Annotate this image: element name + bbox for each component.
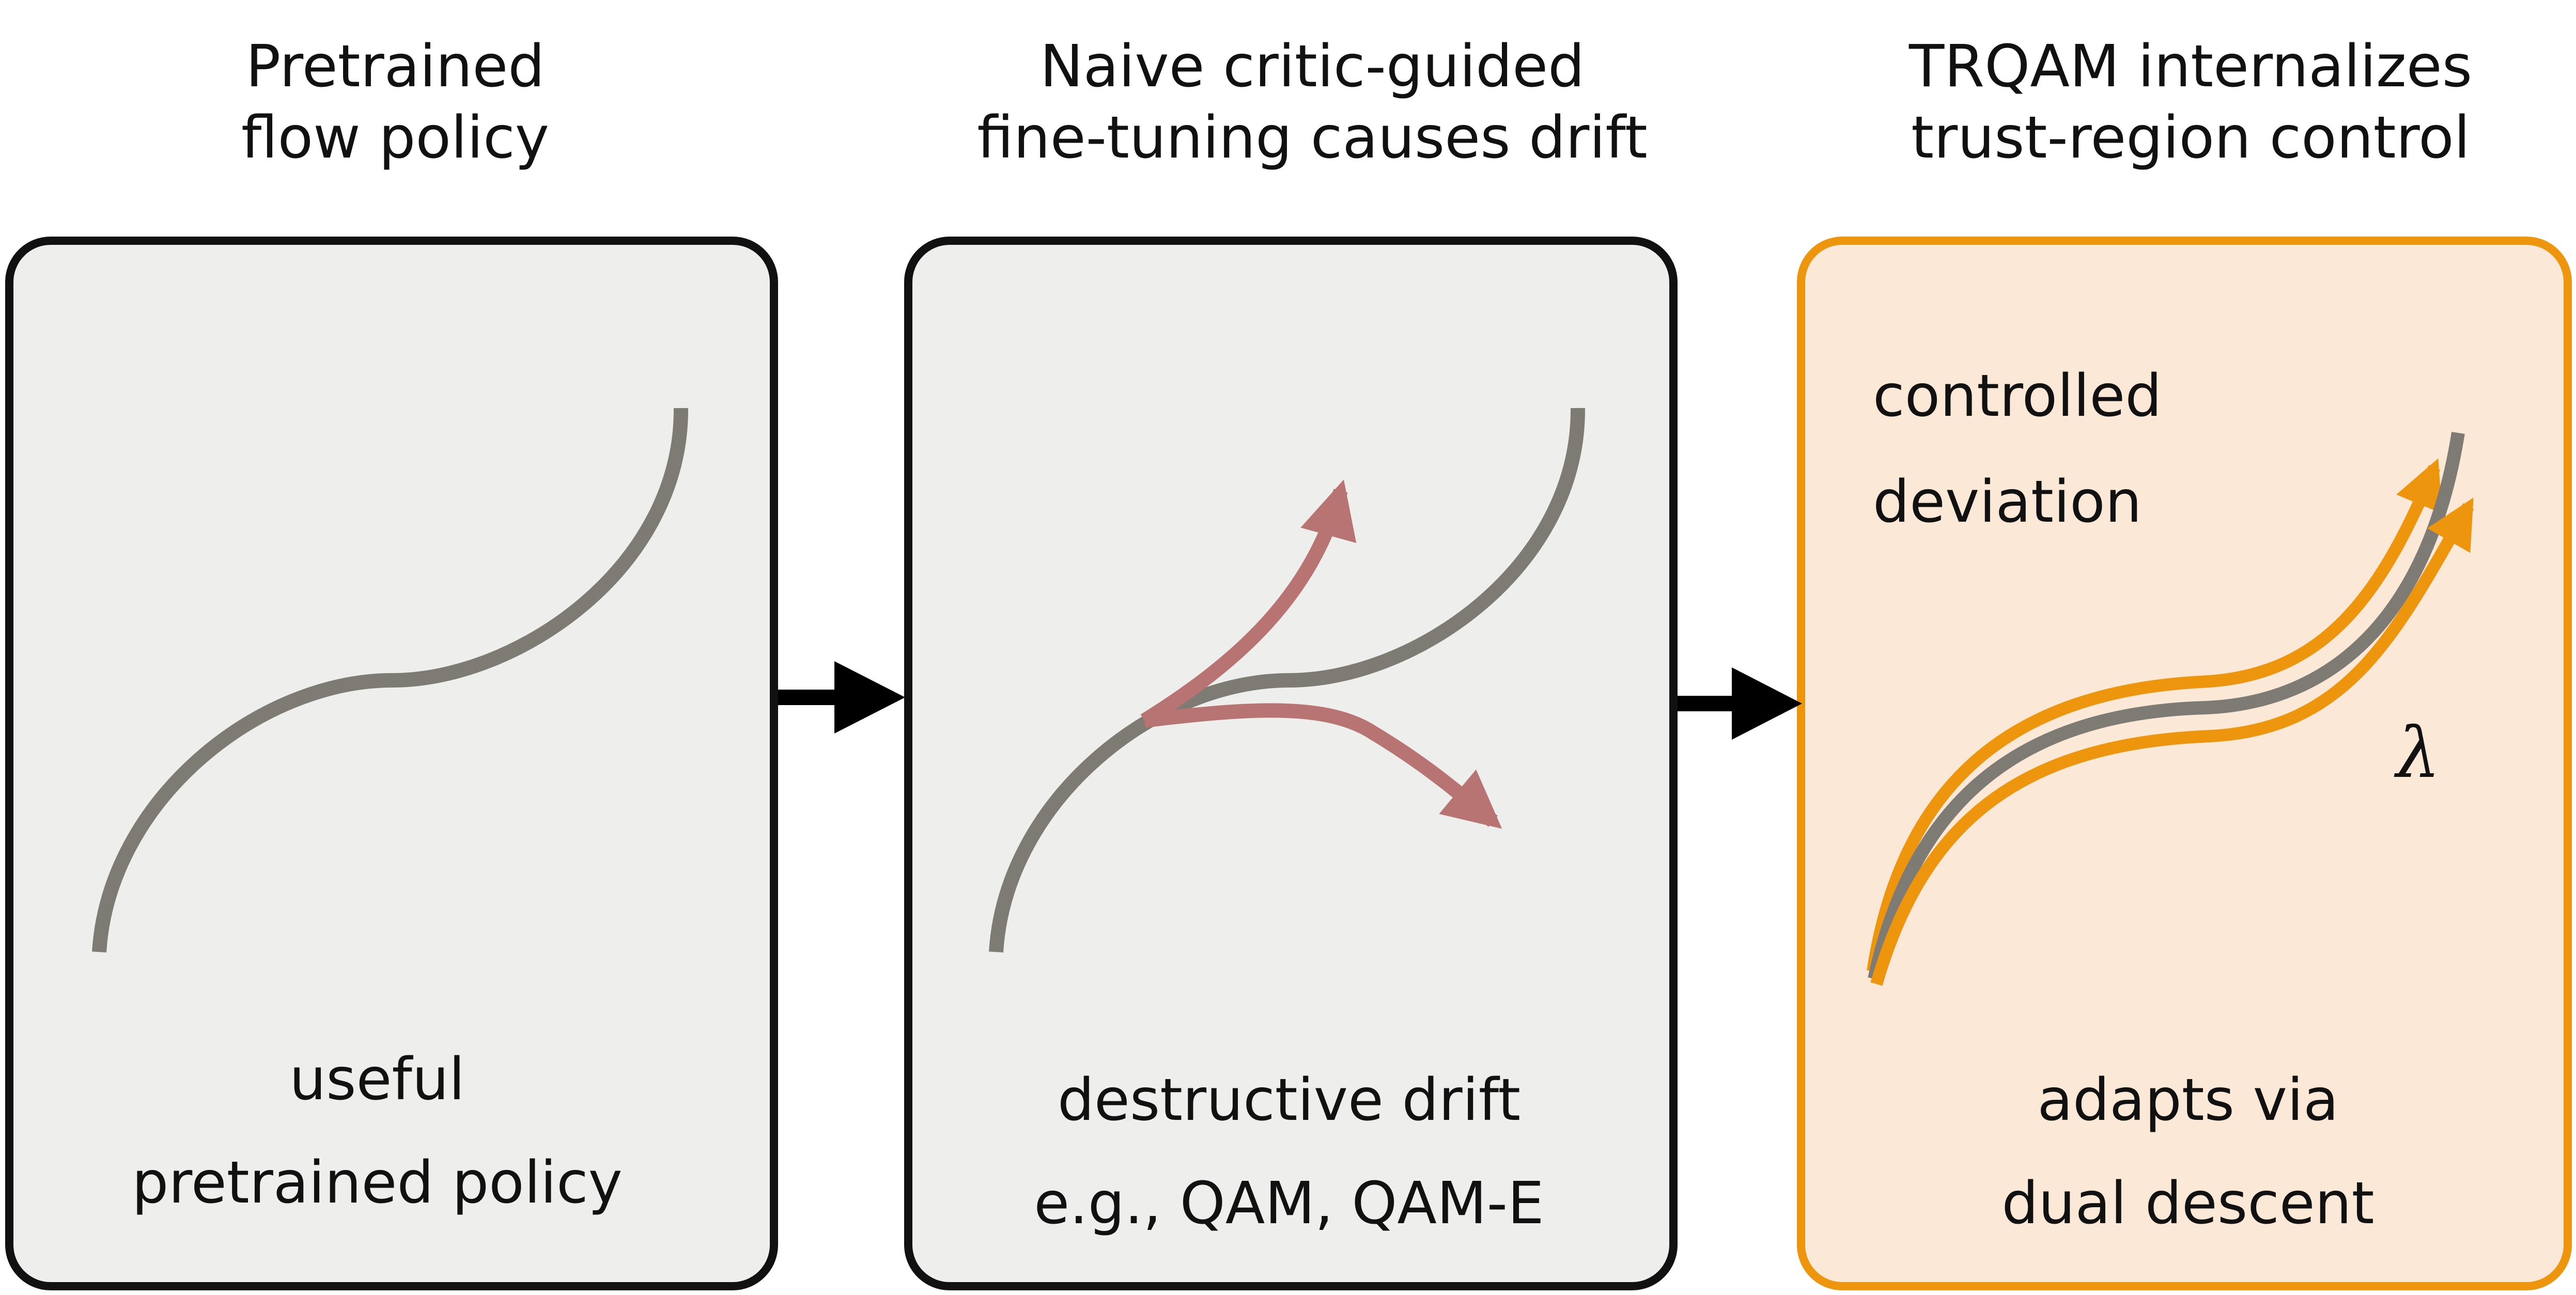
caption-line: dual descent [2001, 1170, 2375, 1237]
naive-policy-curve [989, 408, 1586, 953]
trust-region-lower-curve [1870, 497, 2474, 986]
panel-title-naive: Naive critic-guided fine-tuning causes d… [951, 31, 1674, 174]
title-line: TRQAM internalizes [1908, 33, 2473, 100]
drift-arrow-up [1140, 479, 1357, 727]
lambda-symbol: λ [2396, 712, 2441, 793]
panel-title-trqam: TRQAM internalizes trust-region control [1834, 31, 2547, 174]
trust-region-center-curve [1868, 431, 2465, 980]
caption-line: useful [289, 1046, 465, 1113]
panel-trqam [1797, 237, 2572, 1290]
title-line: Naive critic-guided [1039, 33, 1585, 100]
controlled-deviation-label: controlled deviation [1873, 344, 2162, 555]
caption-line: pretrained policy [132, 1149, 623, 1216]
label-line: deviation [1873, 469, 2142, 536]
title-line: Pretrained [245, 33, 545, 100]
caption-line: e.g., QAM, QAM-E [1034, 1170, 1544, 1237]
panel-caption-pretrained: useful pretrained policy [72, 1028, 682, 1235]
title-line: trust-region control [1911, 104, 2470, 171]
caption-line: destructive drift [1057, 1067, 1521, 1134]
panel-caption-naive: destructive drift e.g., QAM, QAM-E [992, 1049, 1586, 1255]
trust-region-upper-curve [1867, 458, 2442, 972]
panel-caption-trqam: adapts via dual descent [1886, 1049, 2490, 1255]
caption-line: adapts via [2037, 1067, 2339, 1134]
flow-arrow-1-head [834, 661, 905, 734]
panel-naive [904, 237, 1678, 1290]
drift-arrow-right [1143, 703, 1502, 829]
title-line: fine-tuning causes drift [977, 104, 1648, 171]
panel-title-pretrained: Pretrained flow policy [103, 31, 687, 174]
flow-arrow-2-head [1732, 667, 1802, 740]
pretrained-policy-curve [92, 408, 689, 953]
panel-pretrained [5, 237, 778, 1290]
title-line: flow policy [241, 104, 549, 171]
label-line: controlled [1873, 363, 2162, 430]
